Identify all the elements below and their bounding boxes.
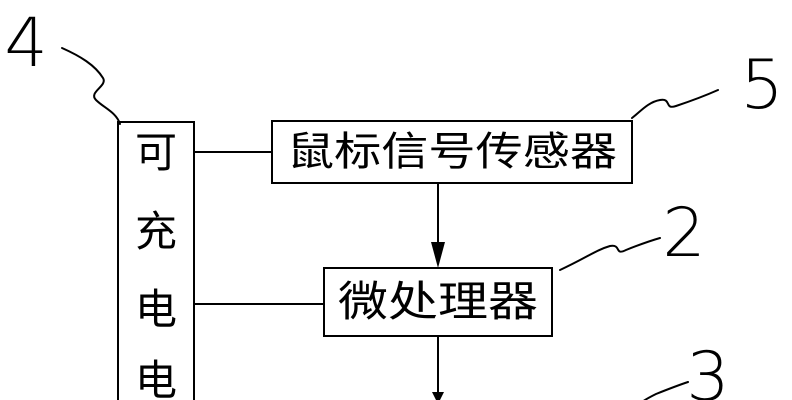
- battery-char-2: 充: [135, 207, 177, 256]
- mcu-next-arrowhead: [432, 392, 444, 400]
- leader-2: [559, 237, 661, 271]
- ref-numeral-5: 5: [740, 46, 783, 125]
- mcu-label: 微处理器: [338, 277, 538, 326]
- leader-4: [61, 47, 121, 125]
- battery-char-4: 电: [135, 356, 177, 400]
- sensor-label: 鼠标信号传感器: [287, 129, 617, 175]
- leader-5: [631, 89, 719, 119]
- sensor-block: [271, 120, 633, 184]
- ref-numeral-3: 3: [686, 338, 729, 400]
- battery-char-3: 电: [135, 285, 177, 334]
- ref-numeral-4: 4: [4, 4, 47, 83]
- battery-block: [117, 121, 195, 400]
- leader-3: [643, 381, 689, 400]
- battery-char-1: 可: [135, 128, 177, 177]
- sensor-mcu-arrowhead: [431, 242, 445, 268]
- ref-numeral-2: 2: [662, 194, 705, 273]
